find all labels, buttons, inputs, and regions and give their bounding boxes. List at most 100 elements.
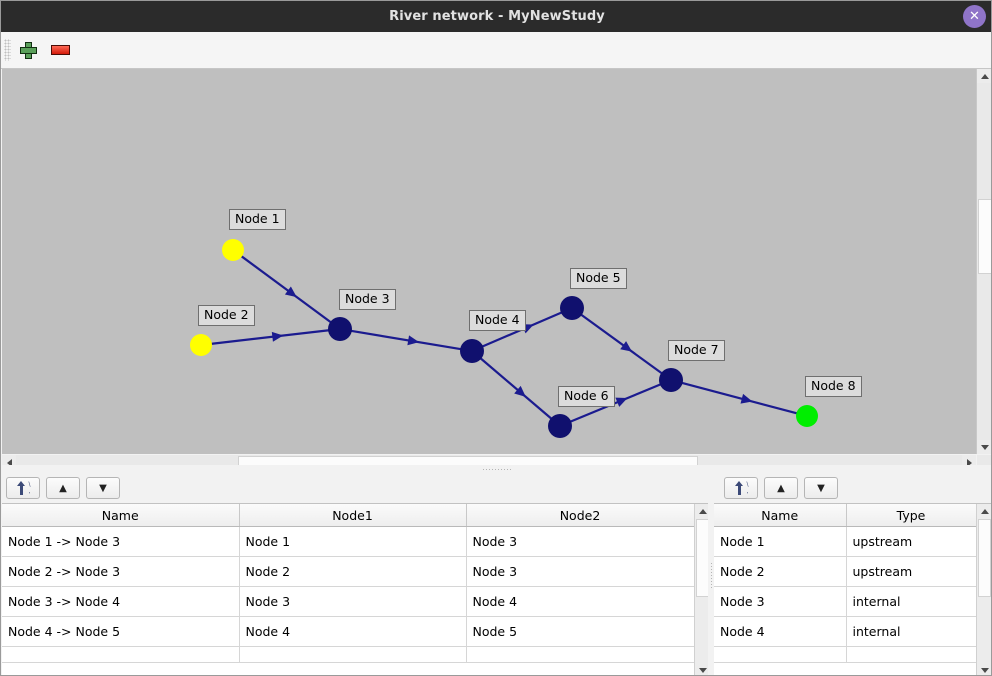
- graph-edge[interactable]: [681, 381, 798, 415]
- scroll-up-button[interactable]: [977, 69, 991, 83]
- graph-edge[interactable]: [569, 383, 662, 423]
- graph-node-label[interactable]: Node 1: [229, 209, 286, 230]
- canvas-vscroll-thumb[interactable]: [978, 199, 991, 274]
- table-cell[interactable]: Node 1: [239, 526, 467, 557]
- table-cell[interactable]: Node 4 -> Node 5: [2, 616, 240, 647]
- toolbar-drag-handle[interactable]: [4, 39, 11, 61]
- table-cell-empty[interactable]: [714, 646, 847, 663]
- table-cell[interactable]: Node 3: [239, 586, 467, 617]
- table-cell[interactable]: Node 2: [239, 556, 467, 587]
- table-cell-empty[interactable]: [846, 646, 977, 663]
- vertical-splitter[interactable]: [708, 473, 714, 675]
- reaches-scroll-up-button[interactable]: [695, 504, 710, 518]
- graph-node[interactable]: [328, 317, 352, 341]
- table-cell[interactable]: upstream: [846, 556, 977, 587]
- graph-node-label[interactable]: Node 3: [339, 289, 396, 310]
- reaches-toolbar: \, ▲ ▼: [2, 473, 710, 503]
- edge-arrow-icon: [620, 341, 633, 352]
- nodes-sort-button[interactable]: \,: [724, 477, 758, 499]
- table-cell[interactable]: Node 4: [466, 586, 695, 617]
- graph-node-label[interactable]: Node 4: [469, 310, 526, 331]
- table-cell[interactable]: Node 4: [714, 616, 847, 647]
- table-cell[interactable]: Node 1: [714, 526, 847, 557]
- reaches-move-up-button[interactable]: ▲: [46, 477, 80, 499]
- column-header[interactable]: Type: [846, 504, 977, 527]
- table-cell[interactable]: Node 3: [466, 556, 695, 587]
- table-cell[interactable]: internal: [846, 586, 977, 617]
- graph-node-label[interactable]: Node 2: [198, 305, 255, 326]
- column-header[interactable]: Node1: [239, 504, 467, 527]
- table-cell[interactable]: Node 3: [466, 526, 695, 557]
- nodes-vertical-scrollbar[interactable]: [976, 504, 991, 675]
- minus-icon: [50, 45, 70, 55]
- graph-node[interactable]: [460, 339, 484, 363]
- table-cell-empty[interactable]: [466, 646, 695, 663]
- column-header[interactable]: Name: [2, 504, 240, 527]
- scroll-down-button[interactable]: [977, 440, 991, 454]
- sort-ascending-icon: \,: [734, 480, 749, 496]
- edge-arrow-icon: [284, 286, 297, 298]
- table-row-empty[interactable]: [714, 646, 977, 663]
- graph-edge[interactable]: [210, 329, 330, 345]
- graph-node[interactable]: [796, 405, 818, 427]
- reaches-sort-button[interactable]: \,: [6, 477, 40, 499]
- table-cell[interactable]: Node 4: [239, 616, 467, 647]
- nodes-move-down-button[interactable]: ▼: [804, 477, 838, 499]
- reaches-vertical-scrollbar[interactable]: [694, 504, 710, 675]
- edge-arrow-icon: [514, 385, 526, 397]
- graph-node-label[interactable]: Node 5: [570, 268, 627, 289]
- sort-ascending-icon: \,: [16, 480, 31, 496]
- edge-arrow-icon: [740, 393, 753, 404]
- table-cell[interactable]: Node 5: [466, 616, 695, 647]
- reaches-scroll-down-button[interactable]: [695, 663, 710, 675]
- graph-node[interactable]: [560, 296, 584, 320]
- delete-node-button[interactable]: [47, 37, 73, 63]
- graph-edge[interactable]: [240, 255, 332, 324]
- graph-node[interactable]: [659, 368, 683, 392]
- table-cell-empty[interactable]: [239, 646, 467, 663]
- table-cell[interactable]: upstream: [846, 526, 977, 557]
- graph-node[interactable]: [548, 414, 572, 438]
- graph-node[interactable]: [190, 334, 212, 356]
- vertical-splitter-grip: [709, 561, 713, 588]
- table-cell[interactable]: Node 1 -> Node 3: [2, 526, 240, 557]
- nodes-vscroll-thumb[interactable]: [978, 519, 991, 597]
- reaches-move-down-button[interactable]: ▼: [86, 477, 120, 499]
- table-cell[interactable]: internal: [846, 616, 977, 647]
- graph-edge[interactable]: [479, 357, 553, 420]
- close-button[interactable]: ✕: [963, 5, 986, 28]
- graph-node[interactable]: [222, 239, 244, 261]
- table-row-empty[interactable]: [2, 646, 695, 663]
- graph-edge[interactable]: [350, 329, 462, 351]
- nodes-scroll-up-button[interactable]: [977, 504, 991, 518]
- table-cell[interactable]: Node 2: [714, 556, 847, 587]
- graph-node-label[interactable]: Node 8: [805, 376, 862, 397]
- column-header[interactable]: Name: [714, 504, 847, 527]
- nodes-move-up-button[interactable]: ▲: [764, 477, 798, 499]
- column-header[interactable]: Node2: [466, 504, 695, 527]
- add-node-button[interactable]: [15, 37, 41, 63]
- table-cell[interactable]: Node 3 -> Node 4: [2, 586, 240, 617]
- canvas-vertical-scrollbar[interactable]: [976, 69, 991, 454]
- graph-edge[interactable]: [580, 313, 663, 375]
- graph-node-label[interactable]: Node 7: [668, 340, 725, 361]
- table-cell[interactable]: Node 2 -> Node 3: [2, 556, 240, 587]
- graph-canvas[interactable]: Node 1 Node 2 Node 3 Node 4 Node 5 Node 6 Node…: [2, 69, 976, 454]
- table-cell-empty[interactable]: [2, 646, 240, 663]
- table-cell[interactable]: Node 3: [714, 586, 847, 617]
- graph-node-label[interactable]: Node 6: [558, 386, 615, 407]
- nodes-scroll-down-button[interactable]: [977, 663, 991, 675]
- horizontal-splitter[interactable]: [2, 465, 991, 473]
- nodes-layer: [190, 239, 818, 438]
